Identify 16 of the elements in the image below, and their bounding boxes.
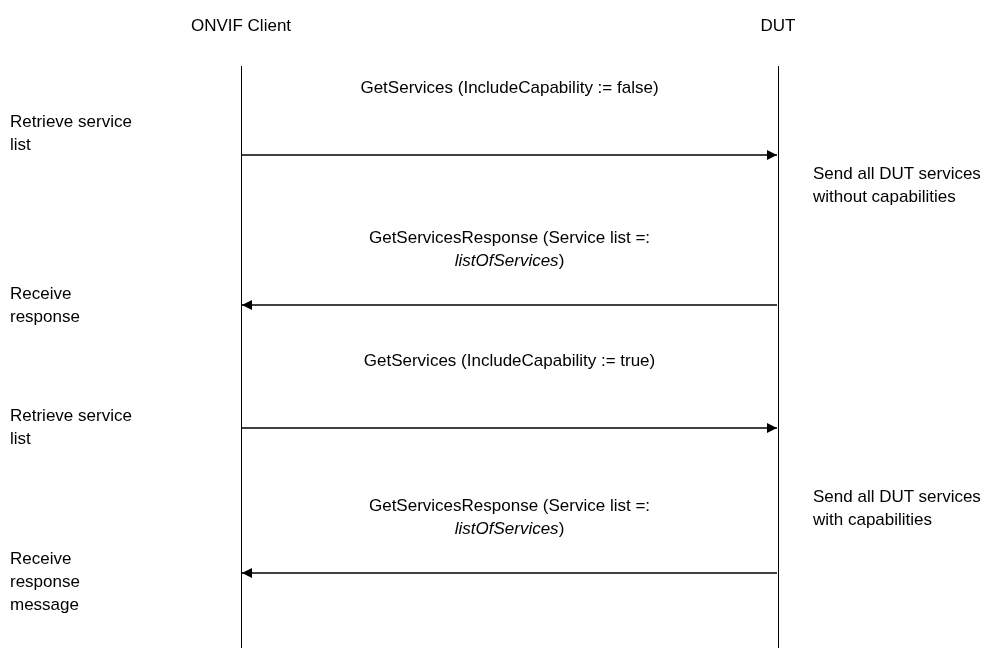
message-label: GetServicesResponse (Service list =: listOfServices) [367,227,652,272]
message-arrow [241,300,778,310]
message-arrow [241,423,778,433]
step-note: Retrieve service list [10,405,133,450]
participant-name: ONVIF Client [189,15,293,37]
step-note: Send all DUT services with capabilities [813,486,982,531]
step-note: Receive response [10,283,81,328]
participant-name: DUT [759,15,797,37]
message-arrow [241,150,778,160]
step-note: Send all DUT services without capabilities [813,163,982,208]
step-note: Receive response message [10,548,81,616]
step-note: Retrieve service list [10,111,133,156]
message-label: GetServices (IncludeCapability := true) [362,350,657,372]
message-label: GetServices (IncludeCapability := false) [359,77,660,99]
message-arrow [241,568,778,578]
message-label: GetServicesResponse (Service list =: listOfServices) [367,495,652,540]
